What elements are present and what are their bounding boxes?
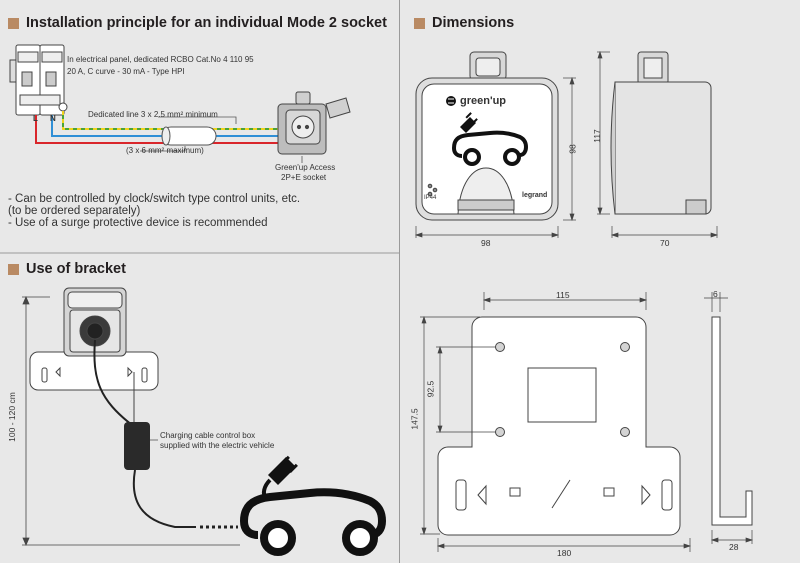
greenup-logo-icon — [446, 96, 456, 106]
rcbo-breaker — [9, 44, 68, 116]
installation-diagram — [0, 44, 399, 254]
maker-logo-text: legrand — [522, 192, 548, 199]
cable-conduit — [161, 126, 217, 146]
side-depth-label: 70 — [660, 238, 670, 248]
control-box — [124, 422, 150, 470]
socket-front-view — [415, 51, 559, 221]
bracket-use-header: Use of bracket — [8, 261, 126, 277]
front-height-label: 98 — [567, 144, 578, 154]
dimensions-title: Dimensions — [432, 15, 515, 31]
bracket-front-view — [437, 316, 681, 536]
bracket-thickness-label: 6 — [713, 289, 718, 299]
socket-side-view — [610, 51, 712, 215]
bullet-control-units: - Can be controlled by clock/switch type… — [8, 193, 301, 205]
bracket-total-height-label: 147.5 — [409, 408, 420, 430]
bullet-surge-protection: - Use of a surge protective device is re… — [8, 217, 268, 229]
section-divider — [399, 0, 400, 563]
line-note: Dedicated line 3 x 2.5 mm² minimum — [88, 110, 218, 119]
bracket-bottom-width-label: 180 — [557, 548, 572, 558]
ev-plug-icon — [261, 455, 298, 500]
ip-rating-text: IP44 — [424, 195, 437, 201]
terminal-n-label: N — [50, 114, 56, 123]
bracket-top-width-label: 115 — [556, 290, 570, 300]
bracket-use-diagram — [22, 287, 386, 556]
bracket-side-dimension-lines — [704, 292, 754, 544]
bracket-hook-depth-label: 28 — [729, 542, 739, 552]
bullet-order-separately: (to be ordered separately) — [8, 205, 141, 217]
side-height-label: 117 — [591, 129, 602, 143]
installation-header: Installation principle for an individual… — [8, 15, 387, 31]
front-dimension-lines — [414, 76, 576, 238]
greenup-socket-illustration — [277, 91, 351, 155]
bracket-use-title: Use of bracket — [26, 261, 126, 277]
side-dimension-lines — [597, 50, 719, 238]
section-bullet-icon — [414, 17, 425, 29]
charging-cable — [93, 339, 196, 528]
bracket-dimension-lines — [420, 292, 692, 552]
section-bullet-icon — [8, 263, 19, 275]
car-logo-icon — [452, 130, 528, 166]
control-box-note-line1: Charging cable control box — [160, 431, 256, 440]
terminal-l-label: L — [33, 114, 38, 123]
control-box-note-line2: supplied with the electric vehicle — [160, 441, 275, 450]
front-width-label: 98 — [481, 238, 491, 248]
brand-logo-text: green'up — [460, 95, 507, 107]
socket-note-line2: 2P+E socket — [281, 173, 327, 182]
bracket-hole-spacing-label: 92.5 — [425, 380, 436, 398]
electric-car-icon — [240, 488, 386, 556]
bracket-side-view — [711, 316, 753, 526]
panel-note-line2: 20 A, C curve - 30 mA - Type HPI — [67, 67, 185, 76]
bracket-with-socket — [29, 287, 159, 391]
cable-note: (3 x 6 mm² maximum) — [126, 146, 204, 155]
installation-title: Installation principle for an individual… — [26, 15, 387, 31]
dimensions-header: Dimensions — [414, 15, 514, 31]
section-bullet-icon — [8, 17, 19, 29]
socket-note-line1: Green'up Access — [275, 163, 336, 172]
plug-logo-icon — [460, 112, 478, 133]
panel-note-line1: In electrical panel, dedicated RCBO Cat.… — [67, 55, 254, 64]
